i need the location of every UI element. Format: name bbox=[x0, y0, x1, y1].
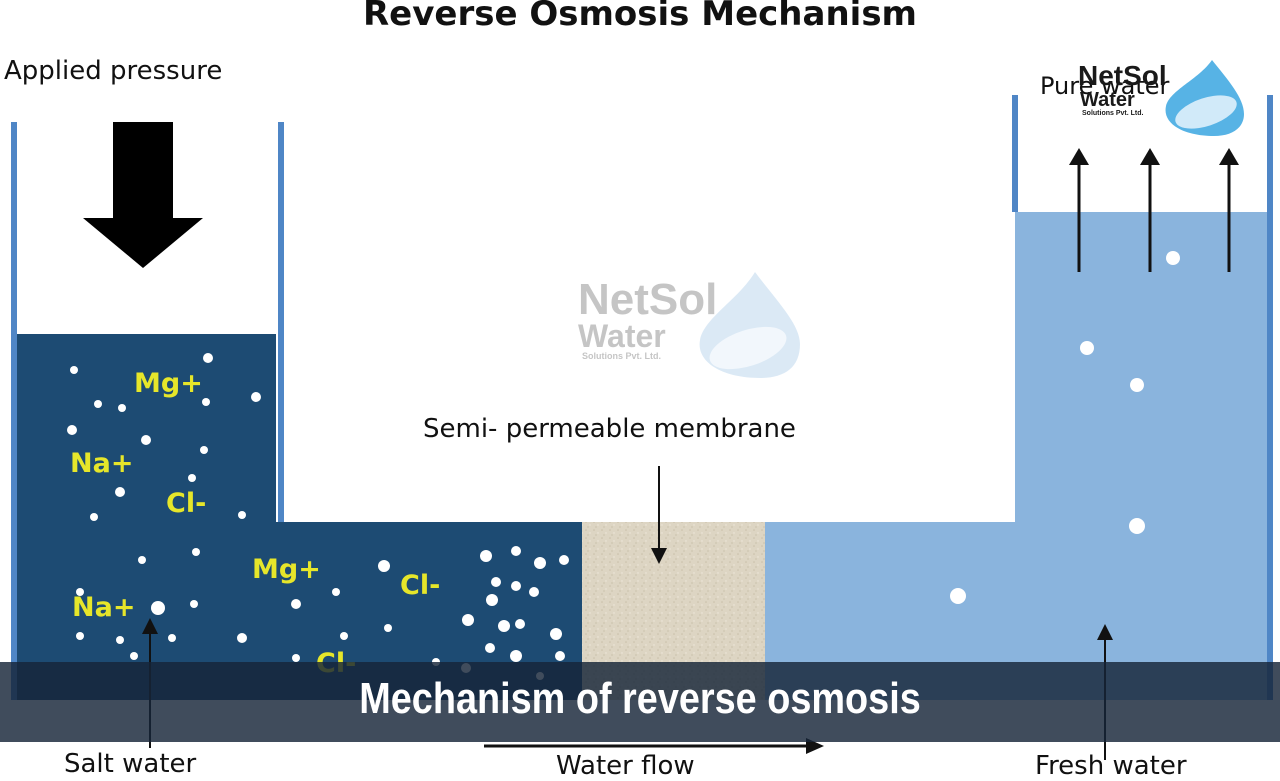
fresh-particles bbox=[950, 251, 1180, 604]
corner-logo-line2: Water bbox=[1080, 89, 1135, 111]
watermark-logo: NetSol Water Solutions Pvt. Ltd. bbox=[578, 278, 717, 361]
logo-droplet-icon bbox=[1165, 60, 1244, 136]
applied-pressure-label: Applied pressure bbox=[4, 56, 223, 86]
corner-logo-line3: Solutions Pvt. Ltd. bbox=[1082, 110, 1144, 117]
water-flow-label: Water flow bbox=[556, 751, 695, 781]
membrane-pointer-arrow bbox=[651, 466, 667, 564]
membrane-label: Semi- permeable membrane bbox=[423, 414, 796, 444]
container-walls bbox=[11, 95, 1273, 700]
ion-label: Na+ bbox=[72, 592, 136, 623]
ion-label: Mg+ bbox=[134, 368, 203, 399]
ion-label: Cl- bbox=[166, 488, 207, 519]
salt-water-label: Salt water bbox=[64, 749, 197, 779]
pure-water-arrows bbox=[1069, 148, 1239, 272]
watermark-logo-line3: Solutions Pvt. Ltd. bbox=[582, 351, 661, 361]
ion-label: Cl- bbox=[400, 570, 441, 601]
water-flow-arrow bbox=[484, 738, 824, 754]
ion-label: Na+ bbox=[70, 448, 134, 479]
caption-banner: Mechanism of reverse osmosis bbox=[0, 662, 1280, 742]
watermark-droplet-icon bbox=[699, 272, 800, 378]
watermark-logo-line2: Water bbox=[578, 318, 666, 354]
pressure-arrow-icon bbox=[83, 122, 203, 268]
fresh-water-region bbox=[765, 212, 1270, 700]
watermark-logo-line1: NetSol bbox=[578, 275, 718, 324]
caption-text: Mechanism of reverse osmosis bbox=[359, 674, 921, 723]
salt-water-region bbox=[16, 334, 582, 700]
corner-logo: NetSol Water Solutions Pvt. Ltd. bbox=[1078, 60, 1167, 118]
diagram-title: Reverse Osmosis Mechanism bbox=[363, 0, 917, 34]
corner-logo-line1: NetSol bbox=[1078, 60, 1167, 91]
ion-label: Mg+ bbox=[252, 554, 321, 585]
pure-water-label: Pure water bbox=[1040, 72, 1170, 100]
fresh-water-label: Fresh water bbox=[1035, 751, 1187, 781]
